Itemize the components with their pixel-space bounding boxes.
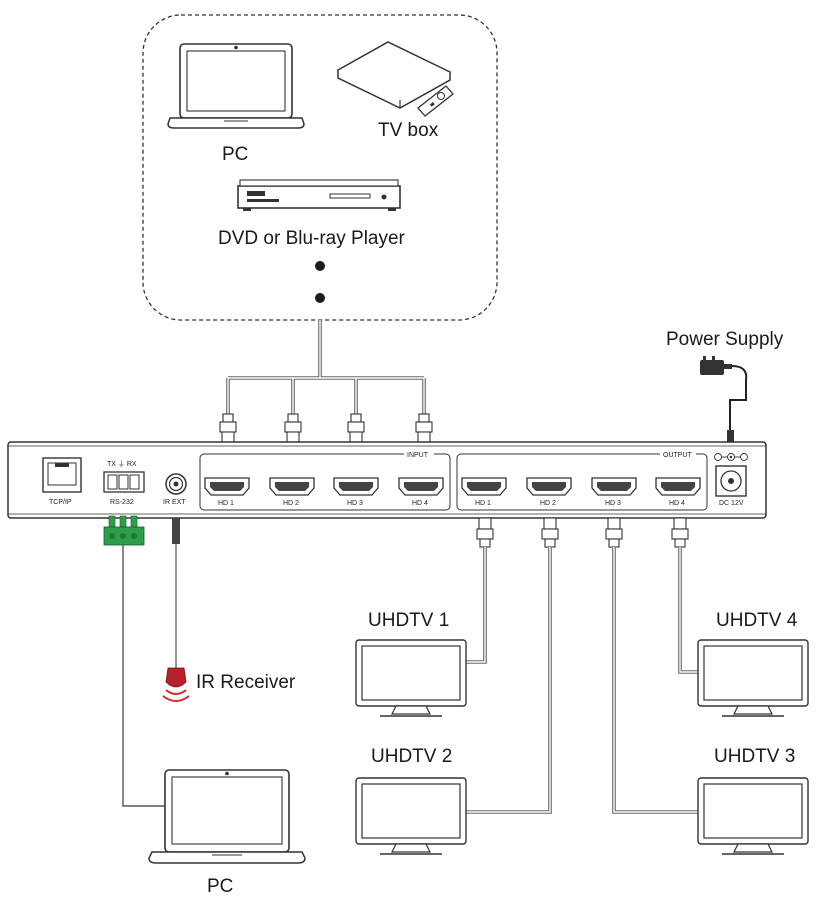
ir-plug <box>172 518 180 544</box>
power-adapter-icon <box>700 356 732 375</box>
dc-12v-label: DC 12V <box>719 500 744 507</box>
rs232-label: RS-232 <box>110 499 134 506</box>
hdmi-input-plug-4 <box>415 413 433 444</box>
input-label-hd1: HD 1 <box>218 500 234 507</box>
input-label-hd3: HD 3 <box>347 500 363 507</box>
uhdtv-1-label: UHDTV 1 <box>368 610 449 631</box>
output-label-hd1: HD 1 <box>475 500 491 507</box>
rs232-terminal-port <box>103 471 145 493</box>
uhdtv-4-label: UHDTV 4 <box>716 610 798 631</box>
uhdtv-4-icon <box>697 639 809 717</box>
hdmi-output-plug-1 <box>476 517 494 548</box>
source-pc-label: PC <box>222 144 248 165</box>
dc-power-port <box>715 465 747 497</box>
input-label-hd2: HD 2 <box>283 500 299 507</box>
dvd-player-label: DVD or Blu-ray Player <box>218 228 406 249</box>
hdmi-input-plug-1 <box>219 413 237 444</box>
output-port-hd3 <box>591 477 637 496</box>
rs232-pin-label: TX ⏚ RX <box>107 460 137 468</box>
tcpip-port <box>42 457 82 493</box>
output-label-hd4: HD 4 <box>669 500 685 507</box>
output-port-hd1 <box>461 477 507 496</box>
matrix-device-chassis <box>7 441 767 519</box>
hdmi-input-plug-2 <box>284 413 302 444</box>
ir-ext-label: IR EXT <box>163 499 186 506</box>
power-plug <box>727 430 734 442</box>
power-cable <box>729 365 748 440</box>
control-pc-laptop-icon <box>148 769 306 864</box>
output-port-hd4 <box>655 477 701 496</box>
output-label-hd3: HD 3 <box>605 500 621 507</box>
remote-control-icon <box>417 85 454 117</box>
ir-receiver-icon <box>162 667 190 702</box>
power-supply-label: Power Supply <box>666 329 784 350</box>
uhdtv-3-label: UHDTV 3 <box>714 746 795 767</box>
ir-ext-port <box>165 473 187 495</box>
input-port-hd1 <box>204 477 250 496</box>
hdmi-output-plug-4 <box>671 517 689 548</box>
dc-polarity-icon <box>714 453 748 461</box>
input-port-hd3 <box>333 477 379 496</box>
output-group-label: OUTPUT <box>663 452 693 459</box>
tcpip-label: TCP/IP <box>49 499 72 506</box>
ir-receiver-label: IR Receiver <box>196 672 296 693</box>
input-port-hd4 <box>398 477 444 496</box>
input-label-hd4: HD 4 <box>412 500 428 507</box>
uhdtv-2-label: UHDTV 2 <box>371 746 452 767</box>
more-sources-dot-2 <box>315 293 325 303</box>
more-sources-dot-1 <box>315 261 325 271</box>
input-group-label: INPUT <box>407 452 429 459</box>
rs232-green-terminal-block-icon <box>103 515 145 546</box>
output-label-hd2: HD 2 <box>540 500 556 507</box>
uhdtv-3-icon <box>697 777 809 855</box>
tv-box-label: TV box <box>378 120 439 141</box>
dvd-player-icon <box>237 179 401 211</box>
output-port-hd2 <box>526 477 572 496</box>
rs232-cable <box>122 545 165 807</box>
uhdtv-2-icon <box>355 777 467 855</box>
hdmi-output-plug-3 <box>605 517 623 548</box>
source-input-cables <box>226 320 426 418</box>
source-pc-laptop-icon <box>167 43 305 129</box>
input-group-box <box>199 453 451 511</box>
tv-box-icon <box>336 41 452 109</box>
input-port-hd2 <box>269 477 315 496</box>
uhdtv-1-icon <box>355 639 467 717</box>
output-cables <box>466 547 698 814</box>
control-pc-label: PC <box>207 876 233 897</box>
hdmi-output-plug-2 <box>541 517 559 548</box>
output-group-box <box>456 453 708 511</box>
hdmi-input-plug-3 <box>347 413 365 444</box>
